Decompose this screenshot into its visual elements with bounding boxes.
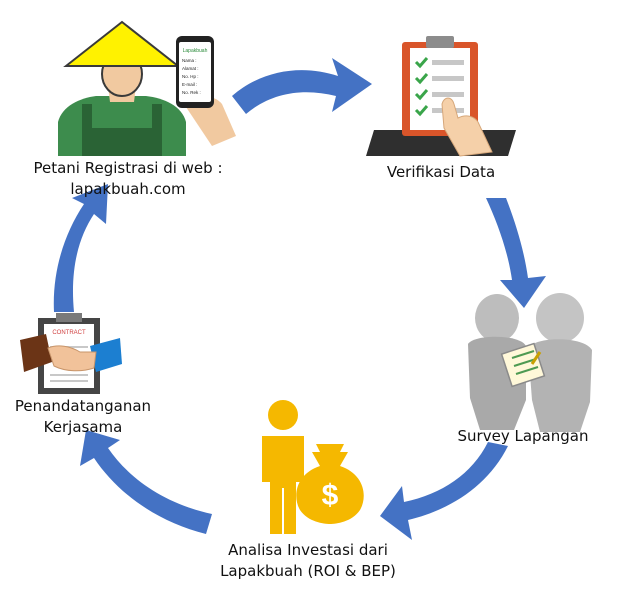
step-label-analysis-line2: Lapakbuah (ROI & BEP)	[220, 562, 396, 580]
step-label-analysis-line1: Analisa Investasi dari	[228, 541, 388, 559]
investor-money-bag-icon	[262, 400, 364, 534]
step-label-survey-line1: Survey Lapangan	[457, 427, 589, 445]
phone-field-email: E-mail :	[182, 82, 197, 87]
arrow-contract-to-register	[53, 184, 108, 312]
farmer-phone-icon	[58, 20, 236, 156]
arrow-verify-to-survey	[486, 198, 546, 308]
step-label-contract-line1: Penandatanganan	[14, 397, 152, 415]
step-label-survey: Survey Lapangan	[448, 426, 598, 447]
step-label-contract-line2: Kerjasama	[43, 418, 123, 436]
arrow-analysis-to-contract	[80, 430, 212, 534]
contract-heading-text: CONTRACT	[52, 330, 86, 336]
step-label-contract: Penandatanganan Kerjasama	[2, 396, 164, 438]
contract-handshake-icon	[20, 313, 122, 394]
phone-form-fields: Nama : Alamat : No. Hp : E-mail : No. Re…	[182, 58, 201, 95]
dollar-sign-text: $	[322, 479, 339, 512]
phone-field-phone: No. Hp :	[182, 74, 199, 79]
arrow-survey-to-analysis	[380, 442, 508, 540]
step-label-verify: Verifikasi Data	[376, 162, 506, 183]
step-label-verify-line1: Verifikasi Data	[386, 163, 496, 181]
cycle-arrows	[53, 58, 546, 540]
arrow-register-to-verify	[232, 58, 372, 114]
phone-field-address: Alamat :	[182, 66, 199, 71]
phone-field-name: Nama :	[182, 58, 197, 63]
phone-field-account: No. Rek :	[182, 90, 201, 95]
clipboard-checklist-icon	[366, 36, 516, 157]
step-label-register: Petani Registrasi di web : lapakbuah.com	[28, 158, 228, 200]
survey-people-icon	[468, 293, 592, 432]
step-label-register-line2: lapakbuah.com	[70, 180, 186, 198]
phone-brand-text: Lapakbuah	[183, 48, 208, 54]
step-label-analysis: Analisa Investasi dari Lapakbuah (ROI & …	[188, 540, 428, 582]
step-label-register-line1: Petani Registrasi di web :	[33, 159, 223, 177]
